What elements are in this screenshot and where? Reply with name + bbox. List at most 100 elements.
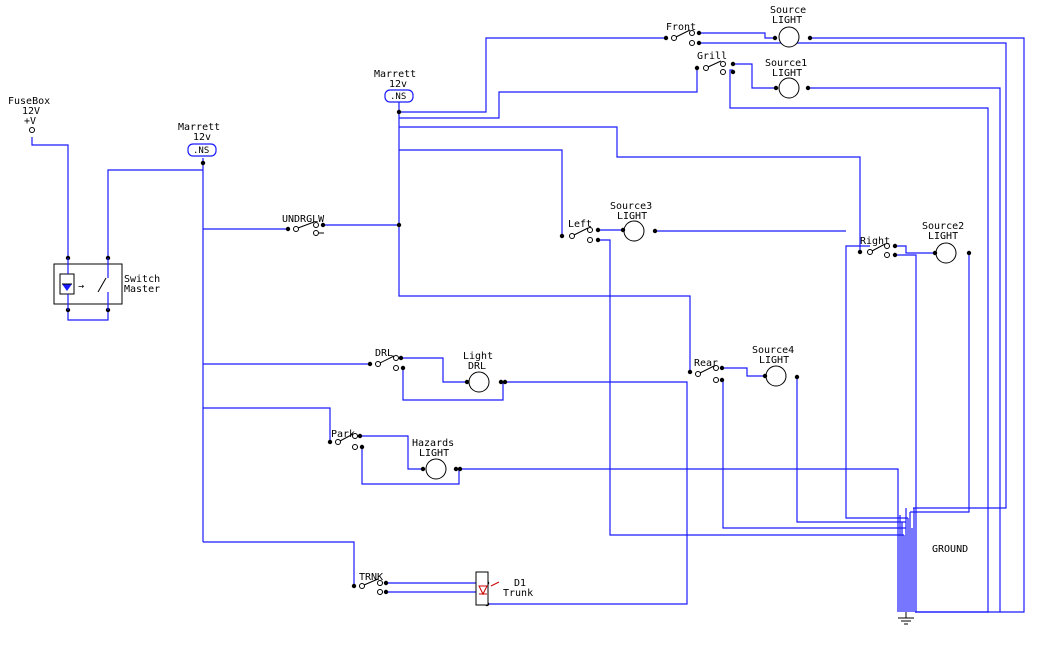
marrett-left-rating: 12v <box>193 132 211 143</box>
diode-icon <box>478 585 488 596</box>
lamp-source1-line2: LIGHT <box>772 68 802 79</box>
wire-return-right2 <box>845 245 908 519</box>
lamp-source-line2: LIGHT <box>772 15 802 26</box>
switch-grill[interactable]: Grill <box>697 51 727 75</box>
switch-right-label: Right <box>860 236 890 247</box>
led-emission-icon <box>490 581 500 587</box>
switch-left[interactable]: Left <box>568 219 593 243</box>
junction-dot <box>327 439 333 445</box>
wire-front-lamp <box>699 32 775 39</box>
switch-trnk[interactable]: TRNK <box>359 572 383 595</box>
wire-to-left <box>399 149 563 236</box>
switch-terminal-icon <box>587 227 593 233</box>
lamp-source4-line2: LIGHT <box>759 355 789 366</box>
switch-front[interactable]: Front <box>666 22 696 46</box>
marrett-left-tag <box>187 143 217 157</box>
switch-master[interactable]: → Switch Master <box>53 258 160 310</box>
marrett-top-net: .NS <box>390 92 406 102</box>
wire-return-right <box>895 254 917 612</box>
junction-dot <box>400 365 406 371</box>
switch-terminal-icon <box>867 249 873 255</box>
switch-terminal-icon <box>335 439 341 445</box>
junction-dot <box>857 249 863 255</box>
fusebox-rating: 12V <box>22 106 40 117</box>
switch-terminal-icon <box>352 433 358 439</box>
junction-dot <box>696 30 702 36</box>
marrett-left[interactable]: Marrett 12v .NS <box>178 122 220 157</box>
wire-return-front <box>699 42 1007 509</box>
switch-terminal-icon <box>720 61 726 67</box>
junction-dot <box>730 61 736 67</box>
switch-terminal-icon <box>393 365 399 371</box>
lamp-source4[interactable]: Source4 LIGHT <box>752 345 800 387</box>
switch-park[interactable]: Park <box>331 429 358 450</box>
lamp-drl[interactable]: Light DRL <box>463 351 508 393</box>
lamp-source-line1: Source <box>770 5 806 16</box>
junction-dot <box>383 580 389 586</box>
junction-dot <box>359 444 365 450</box>
switch-right[interactable]: Right <box>860 236 890 258</box>
marrett-top[interactable]: Marrett 12v .NS <box>374 69 416 103</box>
switch-master-line2: Master <box>124 284 160 295</box>
switch-contact-icon <box>97 277 107 293</box>
junction-dot <box>595 227 601 233</box>
junction-dot <box>320 222 326 228</box>
junction-dot <box>892 252 898 258</box>
switch-rear[interactable]: Rear <box>694 358 719 383</box>
switch-terminal-icon <box>313 230 319 236</box>
junction-dots <box>65 30 898 607</box>
wire-to-right <box>399 126 861 252</box>
lamp-bulb-icon <box>778 26 800 48</box>
junction-dot <box>200 160 206 166</box>
diode-d1[interactable]: D1 Trunk <box>475 571 533 606</box>
lamp-source3[interactable]: Source3 LIGHT <box>610 201 658 242</box>
wire-park-loop <box>361 447 460 485</box>
fusebox[interactable]: FuseBox 12V +V <box>8 96 50 133</box>
switch-terminal-icon <box>359 583 365 589</box>
wire-rear-lamp <box>722 367 765 377</box>
junction-dot <box>357 433 363 439</box>
marrett-top-tag <box>384 89 414 103</box>
lamp-source4-line1: Source4 <box>752 345 794 356</box>
lamp-hazards-line1: Hazards <box>412 438 454 449</box>
junction-dot <box>730 69 736 75</box>
switch-terminal-icon <box>293 226 299 232</box>
junction-dot <box>396 109 402 115</box>
wire-to-front <box>399 37 666 113</box>
switch-drl[interactable]: DRL <box>375 348 399 371</box>
junction-dot <box>663 35 669 41</box>
fusebox-terminal-icon <box>29 127 35 133</box>
lamp-hazards[interactable]: Hazards LIGHT <box>412 438 463 480</box>
lamp-source2[interactable]: Source2 LIGHT <box>922 221 972 264</box>
switch-terminal-icon <box>352 444 358 450</box>
lamp-source1[interactable]: Source1 LIGHT <box>765 58 811 99</box>
ground-label: GROUND <box>932 544 968 555</box>
junction-dot <box>559 233 565 239</box>
marrett-left-name: Marrett <box>178 122 220 133</box>
wire-master-bottom <box>67 310 109 321</box>
wire-return-source1 <box>808 87 1001 612</box>
junction-dot <box>595 237 601 243</box>
lamp-hazards-line2: LIGHT <box>419 448 449 459</box>
lamp-source3-line2: LIGHT <box>617 211 647 222</box>
junction-dot <box>892 243 898 249</box>
diode-line2: Trunk <box>503 588 533 599</box>
switch-terminal-icon <box>720 69 726 75</box>
switch-master-body <box>53 263 123 305</box>
junction-dot <box>396 222 402 228</box>
lamp-source[interactable]: Source LIGHT <box>770 5 813 48</box>
ground: GROUND <box>898 544 968 625</box>
junction-dot <box>398 355 404 361</box>
lamp-source3-line1: Source3 <box>610 201 652 212</box>
fusebox-terminal: +V <box>24 116 36 127</box>
switch-terminal-icon <box>884 252 890 258</box>
lamp-bulb-icon <box>935 242 957 264</box>
switch-trnk-label: TRNK <box>359 572 383 583</box>
switch-terminal-icon <box>689 40 695 46</box>
junction-dot <box>719 377 725 383</box>
switch-undrglw[interactable]: UNDRGLW <box>282 214 325 236</box>
lamp-bulb-icon <box>778 77 800 99</box>
lamp-bulb-icon <box>468 371 490 393</box>
wire-grill-lamp <box>733 63 776 89</box>
